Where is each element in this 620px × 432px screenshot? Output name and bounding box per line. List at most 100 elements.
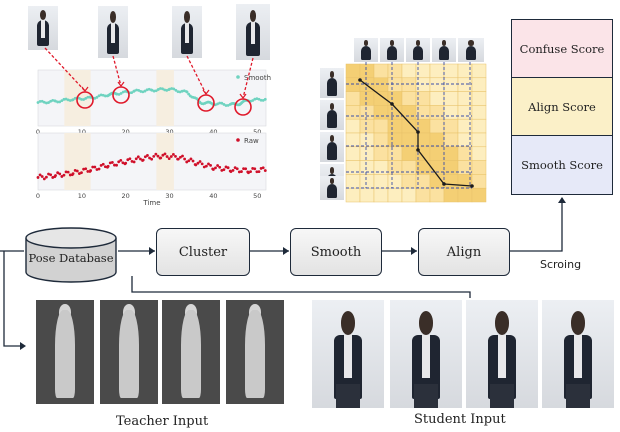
flow-line: [131, 276, 471, 298]
data-point: [159, 156, 163, 160]
data-point: [82, 167, 85, 171]
data-point: [242, 167, 245, 171]
tick-label: 40: [209, 128, 217, 136]
data-point: [229, 170, 233, 174]
data-point: [64, 97, 68, 101]
grid-cell: [415, 187, 431, 203]
data-point: [226, 166, 230, 170]
tick-label: 0: [36, 128, 40, 136]
data-point: [68, 173, 72, 177]
data-point: [143, 155, 147, 159]
data-point: [40, 175, 44, 178]
pose-database: Pose Database: [24, 226, 118, 284]
teacher-frame-2: [100, 300, 158, 404]
data-point: [249, 170, 252, 173]
grid-cell: [387, 132, 403, 148]
data-point: [45, 175, 48, 179]
data-point: [253, 167, 257, 171]
data-point: [174, 154, 177, 158]
confuse-score: Confuse Score: [512, 20, 612, 78]
grid-cell: [359, 146, 375, 161]
grid-cell: [443, 187, 459, 203]
data-point: [97, 167, 101, 171]
data-point: [214, 166, 217, 170]
data-point: [106, 164, 110, 168]
data-point: [185, 160, 189, 164]
score-panel: [511, 19, 613, 195]
dashed-arrow: [242, 57, 254, 99]
data-point: [169, 155, 173, 158]
data-point: [147, 87, 151, 91]
data-point: [117, 92, 121, 96]
grid-cell: [345, 91, 361, 106]
tick-label: 50: [253, 192, 261, 200]
grid-cell: [373, 118, 389, 134]
data-point: [126, 158, 130, 162]
data-point: [251, 99, 255, 102]
data-point: [141, 90, 145, 94]
grid-cell: [401, 132, 417, 148]
data-point: [110, 161, 114, 164]
data-point: [180, 89, 184, 93]
grid-cell: [471, 132, 487, 148]
data-point: [128, 157, 132, 161]
data-point: [176, 157, 180, 161]
data-point: [194, 163, 198, 167]
highlight-band: [156, 133, 174, 190]
data-point: [51, 99, 55, 102]
grid-cell: [415, 63, 431, 79]
align-frame-top-2: [380, 38, 404, 62]
data-point: [209, 163, 212, 167]
thumbnail-frame-4: [236, 4, 270, 60]
data-point: [182, 89, 186, 93]
data-point: [163, 88, 167, 92]
data-point: [198, 160, 202, 163]
grid-cell: [443, 132, 459, 148]
data-point: [45, 101, 48, 105]
arrow-head: [117, 81, 125, 87]
grid-cell: [471, 105, 487, 120]
data-point: [207, 162, 210, 166]
grid-cell: [359, 132, 375, 148]
grid-cell: [359, 187, 375, 203]
data-point: [159, 87, 162, 90]
legend-marker: [236, 75, 240, 79]
data-point: [165, 88, 169, 92]
data-point: [216, 102, 219, 106]
grid-cell: [387, 77, 403, 92]
grid-cell: [429, 91, 445, 106]
grid-cell: [443, 146, 459, 161]
data-point: [49, 99, 53, 103]
data-point: [93, 165, 97, 169]
tick-label: 20: [122, 128, 130, 136]
grid-cell: [401, 187, 417, 203]
data-point: [156, 154, 160, 158]
grid-cell: [443, 174, 459, 189]
data-point: [139, 157, 142, 161]
tick-label: 20: [122, 192, 130, 200]
grid-cell: [387, 63, 403, 79]
grid-cell: [457, 187, 473, 203]
data-point: [119, 158, 123, 162]
flow-line: [3, 251, 24, 347]
data-point: [91, 165, 95, 169]
grid-cell: [415, 174, 431, 189]
data-point: [134, 157, 138, 161]
data-point: [218, 165, 222, 169]
data-point: [137, 88, 141, 92]
data-point: [82, 98, 85, 101]
tick-label: 40: [209, 192, 217, 200]
arrow-head: [81, 86, 89, 92]
arrow-head: [149, 247, 155, 255]
data-point: [80, 98, 83, 101]
data-point: [171, 152, 175, 156]
data-point: [93, 96, 97, 100]
grid-cell: [359, 105, 375, 120]
grid-cell: [471, 91, 487, 106]
arrow-head: [558, 197, 566, 203]
tick-label: 30: [165, 128, 173, 136]
data-point: [103, 94, 107, 98]
data-point: [189, 157, 193, 161]
data-point: [40, 99, 44, 103]
